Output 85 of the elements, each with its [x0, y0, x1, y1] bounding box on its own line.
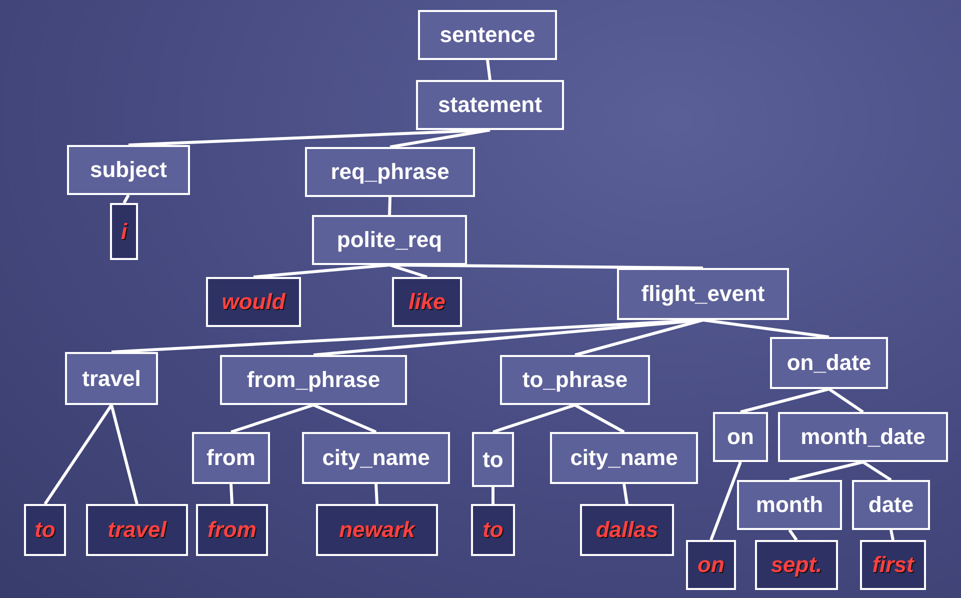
tree-branch-line	[492, 487, 494, 504]
word-box	[471, 504, 515, 556]
tree-branch-line	[740, 388, 830, 414]
word-label: like	[408, 289, 446, 315]
tree-branch-line	[710, 461, 742, 541]
category-box	[617, 268, 789, 320]
category-box	[550, 432, 698, 484]
tree-branch-line	[388, 196, 392, 216]
category-box	[305, 147, 475, 197]
word-box	[580, 504, 674, 556]
word-label: dallas	[596, 517, 658, 543]
category-label: flight_event	[641, 281, 765, 307]
word-label: to	[482, 517, 504, 543]
category-label: date	[868, 492, 914, 518]
tree-branch-line	[492, 404, 576, 434]
word-box	[392, 277, 462, 327]
category-label: to_phrase	[522, 367, 628, 393]
category-box	[192, 432, 270, 484]
category-box	[713, 412, 768, 462]
category-label: month_date	[800, 424, 926, 450]
tree-branch-line	[702, 318, 830, 338]
word-label: newark	[339, 517, 415, 543]
word-label: would	[222, 289, 286, 315]
word-label: i	[120, 218, 128, 244]
tree-branch-line	[789, 460, 864, 482]
category-label: from_phrase	[246, 367, 380, 393]
word-box	[110, 203, 138, 260]
word-label: on	[698, 552, 724, 578]
category-label: travel	[82, 366, 141, 392]
word-box	[196, 504, 268, 556]
category-box	[852, 480, 930, 530]
category-label: to	[482, 446, 504, 472]
tree-branch-line	[828, 388, 864, 414]
word-box	[206, 277, 301, 327]
word-box	[24, 504, 66, 556]
tree-branch-line	[230, 484, 234, 504]
category-box	[220, 355, 407, 405]
word-box	[860, 540, 926, 590]
tree-branch-line	[788, 529, 798, 541]
tree-branch-line	[253, 264, 390, 278]
category-box	[65, 352, 158, 405]
category-box	[418, 10, 557, 60]
category-label: statement	[438, 92, 542, 118]
category-label: city_name	[570, 445, 678, 471]
word-label: first	[872, 552, 914, 578]
category-label: subject	[90, 157, 168, 183]
tree-branch-line	[312, 404, 377, 434]
word-box	[316, 504, 438, 556]
tree-branch-line	[574, 318, 704, 356]
tree-branch-line	[44, 404, 113, 505]
word-label: travel	[108, 517, 166, 543]
tree-branch-line	[110, 404, 138, 504]
word-box	[86, 504, 188, 556]
category-label: month	[756, 492, 824, 518]
category-label: req_phrase	[330, 159, 450, 185]
word-label: to	[34, 517, 56, 543]
category-label: on_date	[786, 350, 872, 376]
word-label: sept.	[770, 552, 822, 578]
word-label: from	[208, 517, 256, 543]
category-box	[312, 215, 467, 265]
category-box	[778, 412, 948, 462]
category-box	[770, 337, 888, 389]
category-box	[416, 80, 564, 130]
category-label: on	[727, 424, 754, 450]
tree-branch-line	[486, 60, 492, 80]
tree-branch-line	[122, 194, 130, 204]
category-box	[302, 432, 450, 484]
tree-branch-line	[230, 404, 314, 434]
tree-branch-line	[862, 460, 892, 482]
tree-branch-line	[374, 484, 378, 504]
word-box	[686, 540, 736, 590]
tree-branch-line	[389, 264, 428, 278]
word-box	[755, 540, 838, 590]
category-box	[67, 145, 190, 195]
tree-branch-line	[574, 404, 625, 434]
category-label: sentence	[440, 22, 536, 48]
category-box	[472, 432, 514, 487]
category-box	[737, 480, 842, 530]
category-label: polite_req	[336, 227, 442, 253]
category-label: from	[206, 445, 256, 471]
tree-branch-line	[890, 530, 894, 540]
tree-branch-line	[390, 128, 490, 148]
tree-branch-line	[622, 484, 628, 504]
category-label: city_name	[322, 445, 430, 471]
category-box	[500, 355, 650, 405]
